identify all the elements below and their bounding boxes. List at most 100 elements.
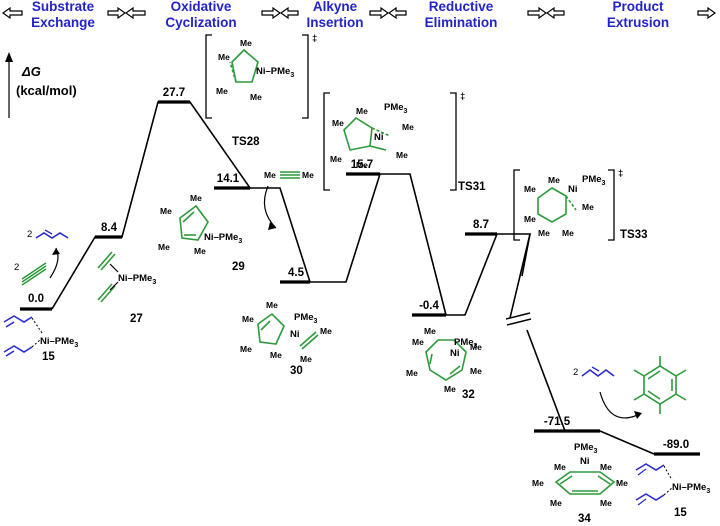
svg-text:Me: Me	[470, 342, 482, 352]
energy-levels	[20, 100, 700, 456]
svg-text:Ni–PMe3: Ni–PMe3	[118, 273, 156, 286]
svg-text:Me: Me	[300, 354, 312, 364]
stage-3-line1: Alkyne	[313, 0, 358, 14]
energy-axis: ΔG (kcal/mol)	[5, 52, 77, 118]
svg-text:Me: Me	[216, 86, 228, 96]
svg-text:Me: Me	[600, 462, 612, 472]
equilibrium-arrow-icon	[107, 6, 146, 20]
stage-5-line1: Product	[612, 0, 664, 14]
svg-text:Me: Me	[402, 122, 414, 132]
svg-text:Me: Me	[582, 202, 594, 212]
energy-label: -0.4	[419, 300, 439, 312]
svg-text:Me: Me	[444, 384, 456, 394]
svg-text:Me: Me	[356, 106, 368, 116]
compound-label-ts31: TS31	[458, 181, 486, 193]
svg-text:Ni: Ni	[568, 184, 578, 195]
compound-label-29: 29	[232, 261, 245, 273]
energy-label: 8.7	[473, 219, 489, 231]
svg-text:Me: Me	[240, 38, 252, 48]
reagents-start: 2 2	[14, 229, 69, 286]
compound-label-30: 30	[290, 365, 303, 377]
energy-label: 15.7	[351, 159, 373, 171]
stage-1-line2: Exchange	[31, 15, 95, 30]
stage-header: Substrate Exchange Oxidative Cyclization…	[1, 0, 717, 30]
svg-text:Me: Me	[600, 498, 612, 508]
energy-label: 8.4	[101, 222, 118, 234]
structure-30: Me Me Me Me Ni PMe3 Me Me 30	[240, 300, 332, 377]
compound-label-34: 34	[578, 513, 591, 525]
compound-label-27: 27	[130, 313, 143, 325]
structure-32: Me Me Me Me Me Me Ni PMe3 32	[406, 326, 482, 401]
energy-label: 0.0	[28, 293, 44, 305]
stage-2-line2: Cyclization	[165, 15, 236, 30]
svg-text:Me: Me	[240, 344, 252, 354]
svg-text:Me: Me	[554, 462, 566, 472]
svg-text:PMe3: PMe3	[582, 174, 606, 187]
svg-text:Ni: Ni	[374, 132, 384, 143]
svg-text:Ni–PMe3: Ni–PMe3	[204, 232, 242, 245]
svg-text:Me: Me	[320, 326, 332, 336]
svg-text:Me: Me	[242, 314, 254, 324]
svg-text:Me: Me	[266, 300, 278, 310]
svg-text:Me: Me	[524, 184, 536, 194]
energy-label: -71.5	[544, 416, 571, 428]
svg-text:Me: Me	[158, 242, 170, 252]
svg-text:Me: Me	[356, 160, 368, 170]
svg-text:Me: Me	[330, 154, 342, 164]
energy-path	[51, 101, 655, 455]
svg-text:Me: Me	[532, 478, 544, 488]
svg-text:PMe3: PMe3	[454, 337, 478, 350]
stage-4-line2: Elimination	[425, 15, 498, 30]
curved-arrow-icon	[263, 185, 277, 229]
svg-text:Me: Me	[548, 175, 560, 185]
stage-2-line1: Oxidative	[171, 0, 232, 14]
svg-text:Me: Me	[250, 92, 262, 102]
energy-label: 4.5	[288, 267, 305, 279]
compound-label-15: 15	[42, 351, 55, 363]
axis-unit: (kcal/mol)	[16, 83, 77, 98]
svg-text:Me: Me	[412, 337, 424, 347]
axis-break-mark	[505, 312, 531, 320]
svg-text:‡: ‡	[460, 91, 465, 102]
svg-text:PMe3: PMe3	[574, 442, 598, 455]
compound-label-ts33: TS33	[620, 229, 648, 241]
structure-29: Me Me Me Me Ni–PMe3 29	[158, 193, 245, 273]
energy-label: 27.7	[163, 87, 185, 99]
svg-text:Me: Me	[218, 52, 230, 62]
arrow-left-icon	[1, 6, 23, 20]
svg-text:Me: Me	[406, 368, 418, 378]
svg-text:Me: Me	[190, 193, 202, 203]
equilibrium-arrow-icon	[261, 6, 299, 20]
compound-label-ts28: TS28	[232, 136, 260, 148]
svg-text:Me: Me	[424, 326, 436, 336]
energy-label: 14.1	[217, 173, 240, 185]
axis-arrowhead-icon	[5, 52, 13, 62]
svg-text:Me: Me	[396, 150, 408, 160]
arrow-right-icon	[697, 6, 717, 20]
svg-text:Me: Me	[160, 206, 172, 216]
structure-15: Ni–PMe3 15	[3, 315, 78, 363]
energy-values: 0.0 8.4 27.7 14.1 4.5 15.7 -0.4 8.7 -71.…	[28, 87, 689, 451]
structure-34: PMe3 Ni Me Me Me Me Me Me 34	[532, 442, 628, 525]
svg-text:Ni–PMe3: Ni–PMe3	[672, 482, 710, 495]
compound-label-32: 32	[462, 389, 475, 401]
svg-text:Ni: Ni	[580, 456, 590, 467]
hexamethylbenzene	[633, 356, 687, 414]
svg-text:Me: Me	[470, 366, 482, 376]
svg-text:2: 2	[14, 262, 19, 273]
axis-break-mark	[506, 318, 532, 326]
svg-text:PMe3: PMe3	[384, 102, 408, 115]
equilibrium-arrow-icon	[369, 6, 407, 20]
stage-3-line2: Insertion	[306, 15, 363, 30]
svg-text:Ni: Ni	[450, 348, 460, 359]
stage-4-line1: Reductive	[429, 0, 494, 14]
svg-text:Me: Me	[332, 118, 344, 128]
svg-text:2: 2	[573, 367, 578, 378]
svg-text:PMe3: PMe3	[294, 312, 318, 325]
svg-text:Me: Me	[524, 214, 536, 224]
alkyne-reagent: Me Me	[263, 170, 314, 230]
svg-text:Me: Me	[550, 498, 562, 508]
svg-text:Me: Me	[616, 478, 628, 488]
structure-ts33: ‡ Me Me Me Me Me Me Ni PMe3 TS33	[513, 168, 648, 241]
